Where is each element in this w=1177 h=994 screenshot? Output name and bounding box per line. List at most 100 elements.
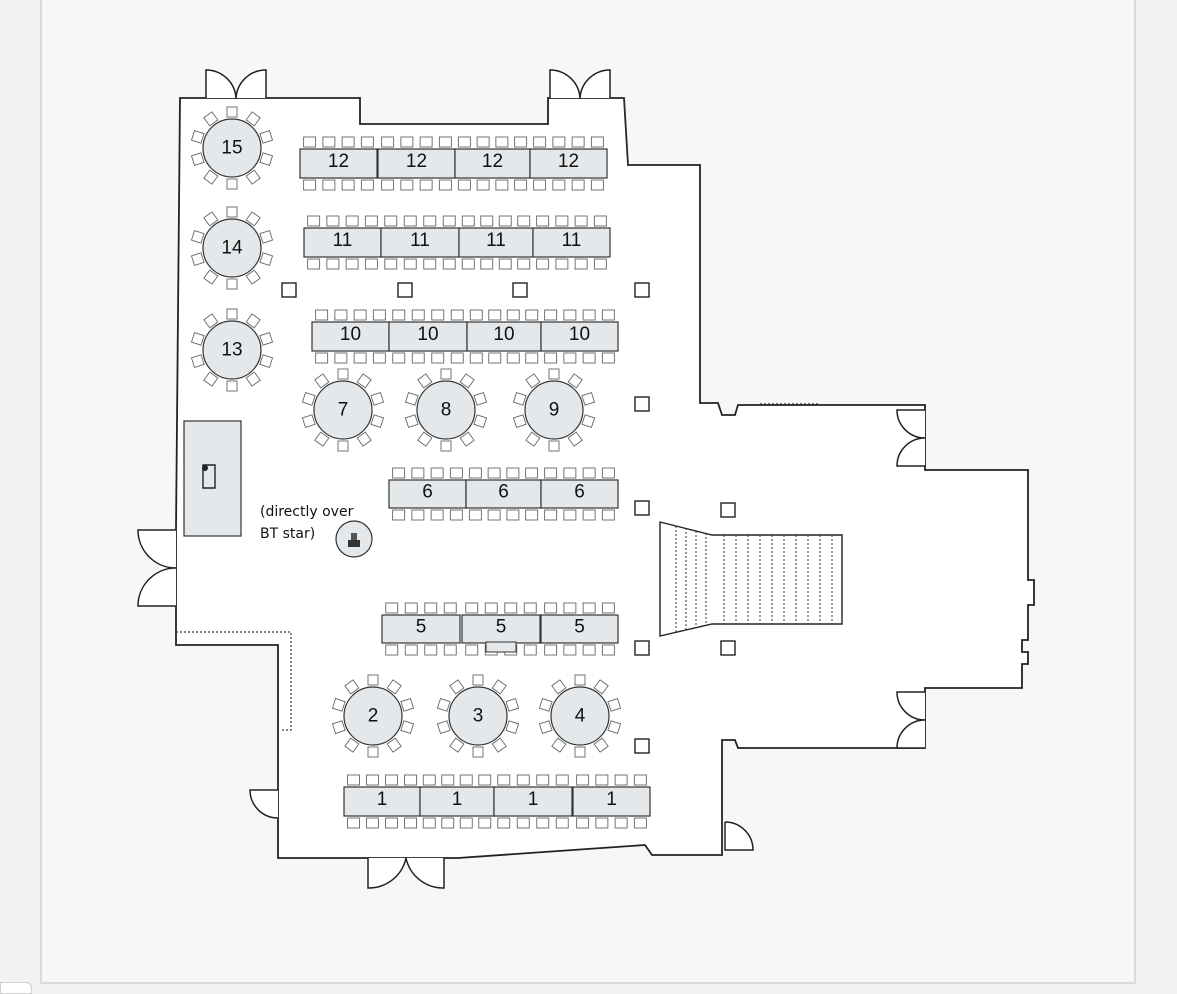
- chair-icon: [593, 679, 609, 695]
- chair-icon: [190, 230, 205, 244]
- chair-icon: [506, 509, 520, 521]
- chair-icon: [484, 602, 498, 614]
- chair-icon: [345, 258, 359, 270]
- chair-icon: [449, 737, 465, 753]
- chair-icon: [392, 352, 406, 364]
- chair-icon: [538, 698, 553, 712]
- banquet-table-top: [466, 321, 542, 352]
- chair-icon: [411, 309, 425, 321]
- chair-icon: [404, 644, 418, 656]
- chair-icon: [438, 179, 452, 191]
- chair-icon: [442, 258, 456, 270]
- chair-icon: [360, 179, 374, 191]
- chair-icon: [443, 602, 457, 614]
- chair-icon: [386, 737, 402, 753]
- chair-icon: [370, 392, 385, 406]
- chair-icon: [331, 720, 346, 734]
- chair-icon: [563, 602, 577, 614]
- chair-icon: [516, 774, 530, 786]
- chair-icon: [473, 414, 488, 428]
- chair-icon: [245, 169, 261, 185]
- chair-icon: [601, 352, 615, 364]
- chair-icon: [571, 136, 585, 148]
- door-icon: [137, 529, 177, 607]
- chair-icon: [469, 309, 483, 321]
- chair-icon: [259, 230, 274, 244]
- banquet-table: 5: [381, 602, 461, 656]
- chair-icon: [497, 817, 511, 829]
- chair-icon: [523, 644, 537, 656]
- chair-icon: [525, 467, 539, 479]
- table-number: 11: [333, 230, 353, 251]
- gift-table-icon: [485, 641, 517, 653]
- chair-icon: [301, 392, 316, 406]
- chair-icon: [567, 373, 583, 389]
- chair-icon: [322, 136, 336, 148]
- chair-icon: [491, 737, 507, 753]
- chair-icon: [259, 152, 274, 166]
- chair-icon: [563, 352, 577, 364]
- round-table: 3: [436, 674, 520, 758]
- chair-icon: [555, 215, 569, 227]
- chair-icon: [440, 440, 452, 452]
- chair-icon: [245, 371, 261, 387]
- chair-icon: [367, 674, 379, 686]
- chair-icon: [403, 215, 417, 227]
- chair-icon: [303, 136, 317, 148]
- table-number: 5: [574, 617, 585, 638]
- banquet-table-top: [311, 321, 390, 352]
- chair-icon: [381, 179, 395, 191]
- chair-icon: [334, 352, 348, 364]
- round-table: 13: [190, 308, 274, 392]
- chair-icon: [574, 674, 586, 686]
- chair-icon: [245, 111, 261, 127]
- chair-icon: [422, 817, 436, 829]
- chair-icon: [614, 817, 628, 829]
- chair-icon: [385, 644, 399, 656]
- chair-icon: [495, 179, 509, 191]
- chair-icon: [259, 130, 274, 144]
- round-table: 14: [190, 206, 274, 290]
- chair-icon: [392, 509, 406, 521]
- chair-icon: [544, 509, 558, 521]
- chair-icon: [459, 774, 473, 786]
- chair-icon: [555, 258, 569, 270]
- chair-icon: [633, 774, 647, 786]
- banquet-table-top: [458, 227, 534, 258]
- round-table: 9: [512, 368, 596, 452]
- chair-icon: [593, 737, 609, 753]
- column-icon: [634, 396, 650, 412]
- table-number: 7: [338, 400, 349, 421]
- chair-icon: [190, 152, 205, 166]
- door-icon: [205, 69, 267, 99]
- table-number: 10: [569, 324, 590, 345]
- column-group: [281, 282, 736, 754]
- chair-icon: [459, 817, 473, 829]
- chair-icon: [576, 817, 590, 829]
- chair-icon: [590, 136, 604, 148]
- banquet-table: 6: [540, 467, 619, 521]
- chair-icon: [245, 269, 261, 285]
- banquet-table: 12: [377, 136, 456, 191]
- chair-icon: [538, 720, 553, 734]
- column-icon: [634, 640, 650, 656]
- table-number: 1: [377, 789, 388, 810]
- chair-icon: [443, 644, 457, 656]
- banquet-table-top: [572, 786, 651, 817]
- banquet-table-top: [343, 786, 421, 817]
- chair-icon: [366, 817, 379, 829]
- chair-icon: [441, 817, 455, 829]
- chair-icon: [326, 215, 340, 227]
- banquet-table-top: [388, 321, 468, 352]
- column-icon: [720, 502, 736, 518]
- chair-icon: [190, 252, 205, 266]
- banquet-table-top: [532, 227, 611, 258]
- chair-icon: [551, 679, 567, 695]
- chair-icon: [476, 136, 490, 148]
- chair-icon: [563, 309, 577, 321]
- chair-icon: [344, 737, 360, 753]
- staircase-icon: [659, 521, 843, 637]
- chair-icon: [226, 308, 238, 320]
- chair-icon: [504, 602, 518, 614]
